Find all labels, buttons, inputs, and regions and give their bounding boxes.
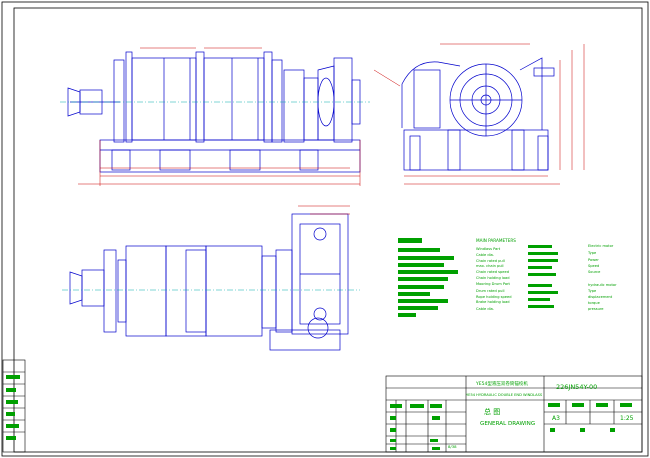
param-label: Electric motor [588,244,614,248]
param-label: Type [587,289,597,293]
param-label: Type [587,251,597,255]
side-view-dimensions [373,43,585,185]
front-view-dimensions [78,47,361,186]
page-code: 8/38 [448,444,457,449]
title-en: YE54 HYDRAULIC DOUBLE END WINDLASS [466,393,543,397]
paper-format: A3 [552,415,560,422]
param-label: Brake holding load [476,300,510,304]
param-label: Cable dia. [476,253,494,257]
param-label: Windlass Part [476,247,501,251]
param-label: Source [588,270,601,274]
drawing-number: 226JN54Y-00 [556,383,597,391]
title-block-label-bars [390,403,632,450]
drawing-name-en: GENERAL DRAWING [480,421,535,427]
plan-view-dimensions [298,205,350,215]
motor-param-labels: Electric motor Type Power Speed Source [587,244,614,274]
param-label: Chain holding load [476,276,510,280]
drawing-name-cn: 总 图 [484,407,500,416]
hydraulic-param-labels: hydraulic motor Type displacement torque… [587,283,617,311]
parameters-table: MAIN PARAMETERS Windlass Part Cable dia.… [398,238,617,317]
front-view [60,51,370,173]
title-block: YE54型液压双卷筒锚绞机 YE54 HYDRAULIC DOUBLE END … [385,375,643,453]
param-label: Rope holding speed [476,295,511,299]
param-label: Drum rated pull [476,289,504,293]
param-label: max. chain pull [476,264,504,268]
param-label: pressure [588,307,604,311]
side-view [401,57,555,171]
param-label: Mooring Drum Part [476,282,511,286]
plan-view [62,213,360,351]
drawing-scale: 1:25 [620,415,634,422]
param-label: displacement [588,295,613,299]
title-cn: YE54型液压双卷筒锚绞机 [475,380,528,387]
left-margin-strip [2,359,26,453]
param-label: Speed [588,264,599,268]
param-label: Chain rated speed [476,270,509,274]
param-value-bars-left [398,238,458,317]
param-label: Cable dia. [476,307,494,311]
param-value-bars-mid [528,245,558,308]
param-label: hydraulic motor [588,283,617,287]
param-label: torque [588,301,601,305]
windlass-param-labels: Windlass Part Cable dia. Chain rated pul… [476,247,511,311]
param-label: Chain rated pull [476,259,505,263]
param-heading: MAIN PARAMETERS [476,238,516,243]
param-label: Power [588,258,599,262]
